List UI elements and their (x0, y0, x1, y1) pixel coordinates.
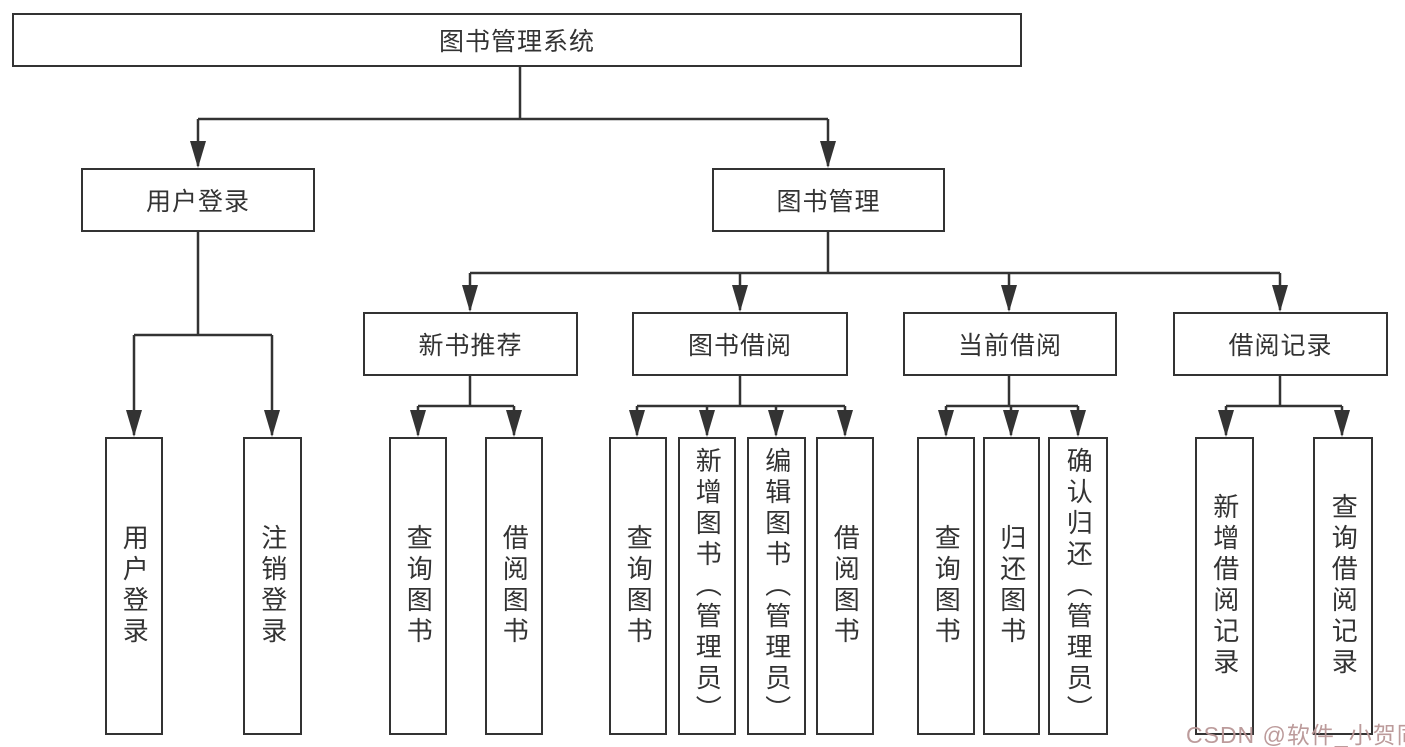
leaf-query-books-current: 查询图书 (917, 437, 975, 735)
node-book-borrow-label: 图书借阅 (687, 332, 792, 360)
leaf-borrow-books-label: 借阅图书 (830, 524, 861, 648)
leaf-add-borrow-record-label: 新增借阅记录 (1209, 493, 1240, 679)
leaf-borrow-books: 借阅图书 (816, 437, 874, 735)
leaf-query-borrow-record-label: 查询借阅记录 (1328, 493, 1359, 679)
node-user-login-label: 用户登录 (145, 188, 250, 216)
watermark: CSDN @软件_小贺同学 (1186, 722, 1405, 747)
leaf-return-books: 归还图书 (983, 437, 1040, 735)
leaf-add-borrow-record: 新增借阅记录 (1195, 437, 1254, 735)
leaf-query-books-rec: 查询图书 (389, 437, 447, 735)
leaf-query-books-borrow: 查询图书 (609, 437, 667, 735)
leaf-query-books-rec-label: 查询图书 (403, 524, 434, 648)
leaf-user-login: 用户登录 (105, 437, 163, 735)
node-book-mgmt: 图书管理 (712, 168, 945, 232)
leaf-confirm-return-admin: 确认归还（管理员） (1048, 437, 1108, 735)
leaf-edit-books-admin: 编辑图书（管理员） (747, 437, 806, 735)
node-new-book-rec: 新书推荐 (363, 312, 578, 376)
node-book-borrow: 图书借阅 (632, 312, 848, 376)
node-current-borrow-label: 当前借阅 (957, 332, 1062, 360)
node-root-label: 图书管理系统 (438, 28, 595, 56)
leaf-query-borrow-record: 查询借阅记录 (1313, 437, 1373, 735)
leaf-query-books-current-label: 查询图书 (931, 524, 962, 648)
leaf-edit-books-admin-label: 编辑图书（管理员） (761, 446, 792, 726)
node-new-book-rec-label: 新书推荐 (418, 332, 523, 360)
leaf-return-books-label: 归还图书 (996, 524, 1027, 648)
node-book-mgmt-label: 图书管理 (776, 188, 881, 216)
node-borrow-record-label: 借阅记录 (1228, 332, 1333, 360)
leaf-borrow-books-rec-label: 借阅图书 (499, 524, 530, 648)
node-borrow-record: 借阅记录 (1173, 312, 1388, 376)
node-root: 图书管理系统 (12, 13, 1022, 67)
leaf-borrow-books-rec: 借阅图书 (485, 437, 543, 735)
leaf-logout: 注销登录 (243, 437, 302, 735)
leaf-add-books-admin-label: 新增图书（管理员） (692, 446, 723, 726)
leaf-user-login-label: 用户登录 (119, 524, 150, 648)
leaf-confirm-return-admin-label: 确认归还（管理员） (1063, 446, 1094, 726)
leaf-logout-label: 注销登录 (257, 524, 288, 648)
leaf-add-books-admin: 新增图书（管理员） (678, 437, 736, 735)
node-current-borrow: 当前借阅 (903, 312, 1117, 376)
leaf-query-books-borrow-label: 查询图书 (623, 524, 654, 648)
node-user-login: 用户登录 (81, 168, 315, 232)
